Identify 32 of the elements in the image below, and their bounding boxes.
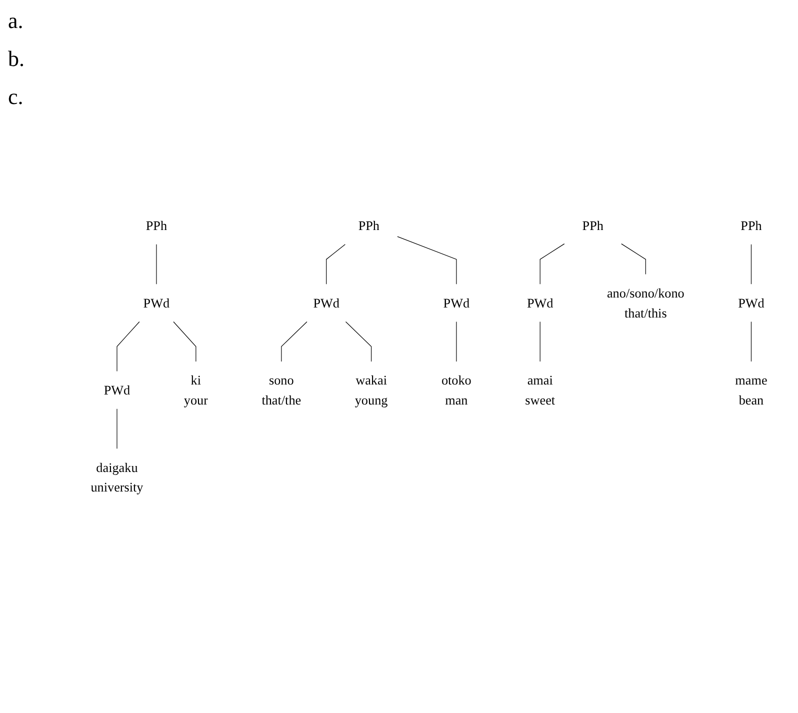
connector: [173, 322, 196, 362]
node-text: PWd: [443, 296, 470, 311]
node-text: mame bean: [735, 372, 768, 408]
node-text: PPh: [582, 218, 604, 234]
connector: [397, 236, 457, 285]
node-text: PWd: [143, 296, 170, 311]
panel-letter: b.: [8, 46, 26, 72]
node-text: otoko man: [441, 372, 472, 408]
panel-letter: a.: [8, 8, 24, 34]
connector: [621, 244, 646, 275]
connector: [750, 322, 752, 362]
connector: [156, 244, 157, 285]
connector: [456, 322, 457, 362]
connector: [750, 244, 752, 285]
connector: [116, 322, 140, 372]
node-text: daigaku university: [90, 460, 144, 495]
node-text: PPh: [146, 218, 168, 234]
node-text: sono that/the: [262, 372, 302, 408]
node-text: PWd: [313, 296, 340, 311]
node-text: wakai young: [354, 372, 388, 408]
node-text: ano/sono/kono that/this: [606, 286, 684, 320]
node-text: ki your: [184, 372, 208, 408]
connector: [345, 322, 372, 362]
node-text: PWd: [104, 382, 130, 398]
node-text: PWd: [526, 296, 554, 311]
connector: [281, 322, 308, 362]
node-text: PPh: [358, 218, 380, 234]
node-text: PWd: [738, 296, 764, 311]
connector: [326, 244, 346, 285]
node-text: amai sweet: [525, 372, 556, 408]
node-text: PPh: [740, 218, 762, 234]
panel-letter: c.: [8, 84, 24, 110]
